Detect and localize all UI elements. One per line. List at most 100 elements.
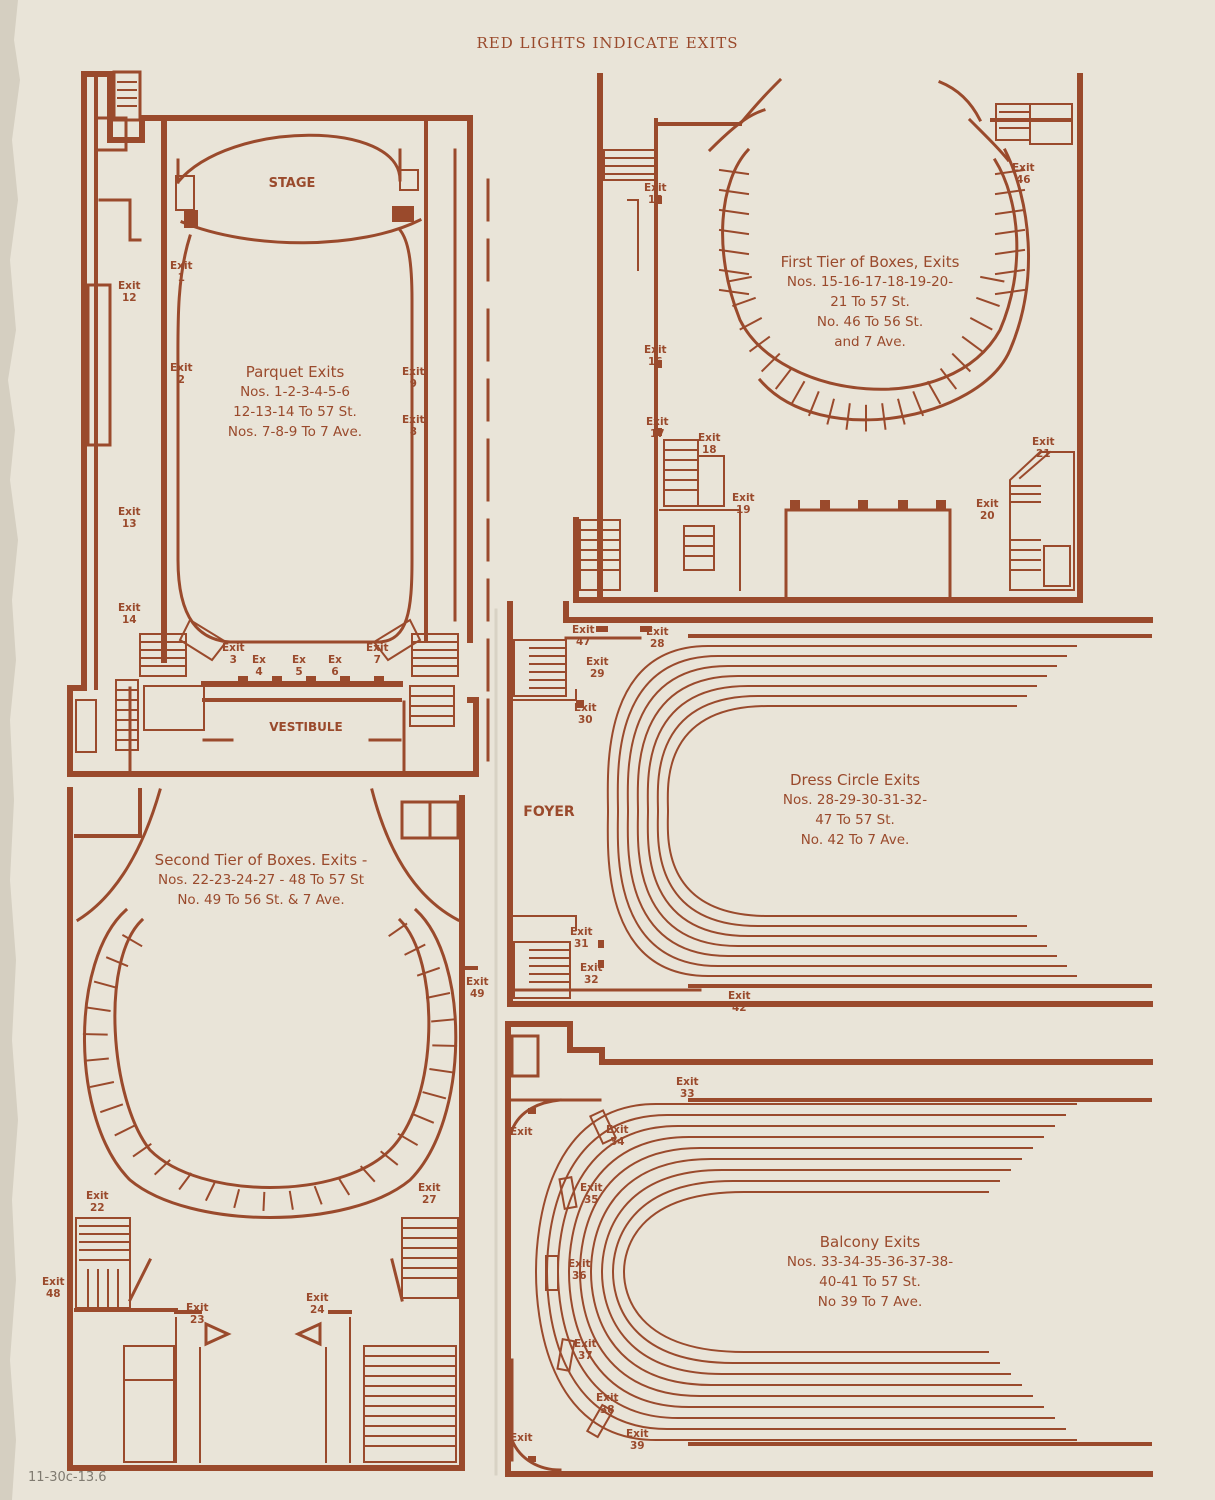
exit-number: 32 [583, 974, 599, 986]
exit-word: Exit [306, 1292, 329, 1304]
exit-number: 15 [647, 194, 663, 206]
exit-word: Exit [1012, 162, 1035, 174]
box-partition [82, 1033, 108, 1036]
exit-word: Exit [728, 990, 751, 1002]
exit-word: Exit [118, 280, 141, 292]
box-partition [718, 168, 750, 176]
exit-number: 5 [295, 666, 303, 678]
exit-word: Exit [418, 1182, 441, 1194]
exit-number: 35 [583, 1194, 599, 1206]
exit-word: Exit [170, 260, 193, 272]
box-partition [422, 1091, 447, 1100]
exit-number: 8 [409, 426, 417, 438]
parquet-exits-legend: Parquet Exits Nos. 1-2-3-4-5-6 12-13-14 … [180, 362, 410, 442]
exit-word: Exit [510, 1432, 533, 1444]
exit-word: Exit [186, 1302, 209, 1314]
seating-row [656, 695, 1027, 927]
second-tier-line-2: No. 49 To 56 St. & 7 Ave. [177, 892, 345, 908]
box-partition [432, 1044, 458, 1047]
box-partition [807, 391, 820, 417]
exit-word: Exit [626, 1428, 649, 1440]
balcony-plan [505, 1021, 1153, 1477]
box-partition [313, 1185, 323, 1205]
exit-number: 46 [1015, 174, 1031, 186]
dress-circle-legend: Dress Circle Exits Nos. 28-29-30-31-32- … [740, 770, 970, 850]
exit-number: 29 [589, 668, 605, 680]
exit-number: 1 [177, 272, 185, 284]
box-partition [969, 316, 993, 331]
balcony-line-3: No 39 To 7 Ave. [817, 1294, 923, 1310]
exit-word: Exit [570, 926, 593, 938]
box-partition [718, 228, 750, 236]
exit-word: Exit [732, 492, 755, 504]
exit-word: Exit [646, 626, 669, 638]
seating-row [626, 665, 1057, 957]
exit-balc-top-marker: Exit [510, 1126, 533, 1138]
exit-number: 3 [229, 654, 237, 666]
second-tier-legend: Second Tier of Boxes. Exits - Nos. 22-23… [126, 850, 396, 910]
exit-word: Exit [580, 962, 603, 974]
balcony-rows [534, 1103, 1077, 1441]
box-partition [994, 288, 1026, 296]
exit-word: Exit [676, 1076, 699, 1088]
box-partition [429, 1068, 454, 1074]
box-partition [718, 268, 750, 276]
box-partition [93, 980, 118, 989]
first-tier-legend: First Tier of Boxes, Exits Nos. 15-16-17… [770, 252, 970, 352]
box-partition [99, 1103, 124, 1114]
stage-label: STAGE [268, 176, 316, 191]
dress-circle-line-3: No. 42 To 7 Ave. [800, 832, 910, 848]
exit-number: 14 [121, 614, 137, 626]
dress-circle-heading: Dress Circle Exits [789, 771, 921, 789]
second-tier-line-1: Nos. 22-23-24-27 - 48 To 57 St [157, 872, 365, 888]
exit-number: 7 [373, 654, 381, 666]
exit-number: 6 [331, 666, 339, 678]
seating-row [616, 655, 1067, 967]
exit-number: 49 [469, 988, 485, 1000]
box-partition [380, 1150, 399, 1166]
balcony-heading: Balcony Exits [819, 1233, 921, 1251]
box-partition [718, 188, 750, 196]
exit-number: 22 [89, 1202, 105, 1214]
exit-number: 17 [649, 428, 665, 440]
balcony-legend: Balcony Exits Nos. 33-34-35-36-37-38- 40… [740, 1232, 1000, 1312]
page-title: RED LIGHTS INDICATE EXITS [476, 34, 739, 52]
seating-row [589, 1158, 1022, 1386]
box-partition [718, 208, 750, 216]
seating-row [622, 1191, 989, 1353]
exit-word: Exit [222, 642, 245, 654]
exit-balc-bottom-marker: Exit [510, 1432, 533, 1444]
exit-number: 21 [1035, 448, 1051, 460]
exit-number: 24 [309, 1304, 325, 1316]
perforated-edge [0, 0, 20, 1500]
box-partition [262, 1191, 266, 1211]
seating-row [600, 1169, 1011, 1375]
box-partition [89, 1080, 115, 1089]
seating-row [606, 645, 1077, 977]
box-partition [994, 208, 1026, 216]
box-partition [926, 380, 942, 405]
first-tier-line-4: and 7 Ave. [834, 334, 906, 350]
box-partition [114, 1124, 136, 1137]
balcony-line-1: Nos. 33-34-35-36-37-38- [786, 1254, 954, 1270]
